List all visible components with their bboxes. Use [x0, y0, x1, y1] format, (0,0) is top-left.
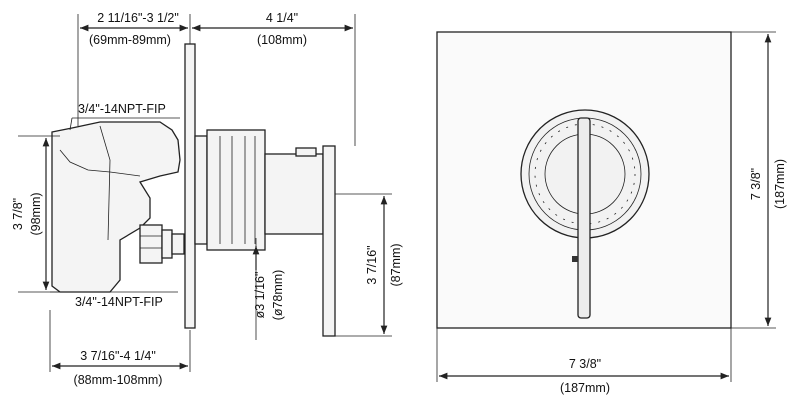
side-escutcheon-ring: [194, 135, 208, 245]
inlet-labels: 3/4"-14NPT-FIP 3/4"-14NPT-FIP: [50, 102, 180, 309]
valve-height-imperial: 3 7/8": [11, 198, 25, 230]
plate-height-metric: (187mm): [773, 159, 787, 209]
inlet-bottom-label: 3/4"-14NPT-FIP: [75, 295, 163, 309]
dim-plate-height: 7 3/8" (187mm): [731, 31, 787, 329]
side-cartridge-housing: [206, 129, 266, 251]
dim-plate-width: 7 3/8" (187mm): [436, 328, 732, 395]
side-handle-hub: [264, 153, 324, 235]
inlet-top-label: 3/4"-14NPT-FIP: [78, 102, 166, 116]
dim-escutcheon-diameter: ø3 1/16" (ø78mm): [252, 238, 285, 340]
side-trim-plate: [322, 145, 336, 337]
dim-trim-projection: 4 1/4" (108mm): [192, 11, 356, 146]
rough-in-depth-imperial: 2 11/16"-3 1/2": [97, 11, 179, 25]
plate-height-imperial: 7 3/8": [749, 168, 763, 200]
dim-overall-depth: 3 7/16"-4 1/4" (88mm-108mm): [49, 310, 191, 387]
dim-valve-height: 3 7/8" (98mm): [11, 135, 60, 293]
side-valve-contour: [59, 149, 141, 177]
overall-depth-metric: (88mm-108mm): [74, 373, 163, 387]
side-view: [51, 43, 336, 337]
side-valve-body: [51, 121, 181, 293]
handle-offset-metric: (87mm): [389, 243, 403, 286]
handle-offset-imperial: 3 7/16": [365, 245, 379, 284]
dim-handle-offset: 3 7/16" (87mm): [335, 193, 403, 337]
side-outlet-fitting: [139, 224, 185, 264]
plate-width-metric: (187mm): [560, 381, 610, 395]
trim-projection-metric: (108mm): [257, 33, 307, 47]
rough-in-depth-metric: (69mm-89mm): [89, 33, 171, 47]
side-valve-edge: [99, 125, 111, 241]
escutcheon-diameter-metric: (ø78mm): [271, 270, 285, 321]
trim-projection-imperial: 4 1/4": [266, 11, 298, 25]
side-cartridge-threads: [219, 136, 256, 244]
valve-height-metric: (98mm): [29, 192, 43, 235]
side-wall-plate: [184, 43, 196, 329]
overall-depth-imperial: 3 7/16"-4 1/4": [80, 349, 156, 363]
front-handle-screw: [572, 256, 578, 262]
front-view: [436, 31, 732, 329]
side-hub-cap: [295, 147, 317, 157]
plate-width-imperial: 7 3/8": [569, 357, 601, 371]
front-lever-handle: [577, 117, 591, 319]
escutcheon-diameter-imperial: ø3 1/16": [253, 272, 267, 319]
dim-rough-in-depth: 2 11/16"-3 1/2" (69mm-89mm): [77, 11, 191, 126]
